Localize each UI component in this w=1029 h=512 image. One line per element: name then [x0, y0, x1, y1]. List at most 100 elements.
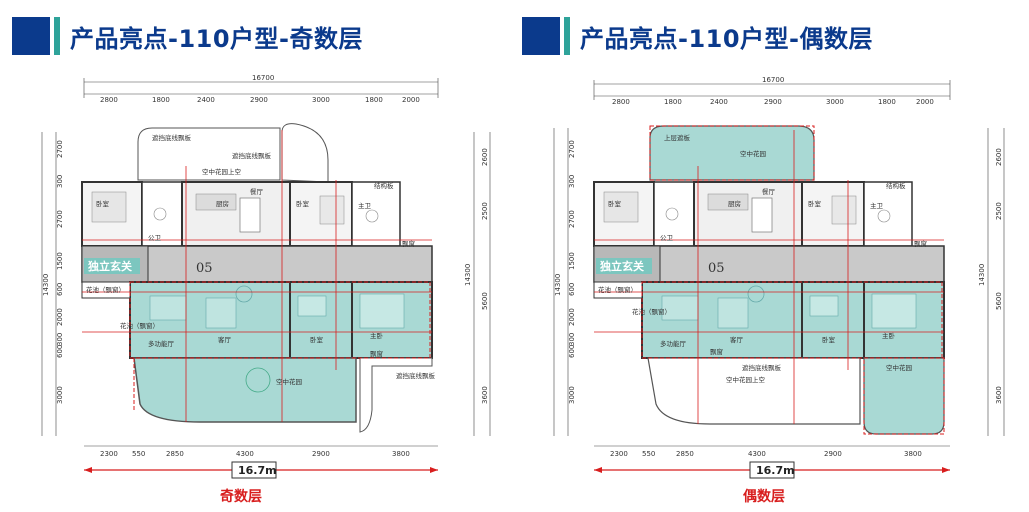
- left-dimension-column: 2700 300 2700 1500 600 2000 300 600 3000…: [42, 140, 64, 404]
- dim-label: 550: [642, 450, 655, 458]
- scale-label: 16.7m: [756, 464, 795, 477]
- dim-label: 550: [132, 450, 145, 458]
- entry-tag-bg: [84, 258, 140, 274]
- scale-label: 16.7m: [238, 464, 277, 477]
- unit-number: 05: [196, 261, 213, 276]
- plan-body: 独立玄关 05: [593, 125, 945, 435]
- right-dimension-column: 2600 2500 5600 3600 14300: [464, 148, 489, 404]
- dim-label: 2000: [402, 96, 420, 104]
- overall-height-dim: 14300: [42, 274, 50, 296]
- room-label: 厨房: [216, 199, 229, 208]
- dim-label: 3000: [568, 386, 576, 404]
- room-label: 上层遮板: [664, 133, 691, 142]
- plan-body: 独立玄关 05: [81, 123, 433, 433]
- dim-label: 1800: [152, 96, 170, 104]
- room-label: 飘窗: [402, 239, 415, 248]
- room-label: 空中花园上空: [202, 167, 242, 176]
- dim-label: 2500: [481, 202, 489, 220]
- room-label: 结构板: [374, 181, 394, 190]
- right-dimension-column: 2600 2500 5600 3600 14300: [978, 148, 1003, 404]
- bottom-dimension-row: 2300 550 2850 4300 2900 3800: [610, 450, 922, 458]
- dim-label: 2850: [166, 450, 184, 458]
- room-label: 公卫: [660, 234, 674, 242]
- dim-label: 1500: [568, 252, 576, 270]
- room-label: 卧室: [608, 199, 622, 208]
- room-label: 遮挡底线飘板: [742, 363, 782, 372]
- dim-label: 600: [56, 283, 64, 296]
- dim-label: 5600: [481, 292, 489, 310]
- floor-plan: 16700 2800 1800 2400 2900 3000 1800 2000…: [553, 76, 1005, 479]
- bottom-dimension-row: 2300 550 2850 4300 2900 3800: [100, 450, 410, 458]
- dim-label: 3000: [312, 96, 330, 104]
- room-label: 花池（飘窗）: [120, 321, 159, 330]
- dim-label: 1800: [878, 98, 896, 106]
- floor-caption: 奇数层: [220, 489, 262, 505]
- dim-label: 1800: [365, 96, 383, 104]
- overall-width-dim: 16700: [252, 74, 274, 82]
- dim-label: 3600: [995, 386, 1003, 404]
- dim-label: 4300: [748, 450, 766, 458]
- room-label: 飘窗: [914, 239, 927, 248]
- dim-label: 5600: [995, 292, 1003, 310]
- dim-label: 2800: [100, 96, 118, 104]
- dim-label: 2000: [56, 308, 64, 326]
- dim-label: 3800: [392, 450, 410, 458]
- floor-caption: 偶数层: [743, 489, 785, 505]
- room-label: 空中花园: [886, 363, 912, 372]
- room-label: 主卧: [882, 331, 896, 340]
- dim-label: 1500: [56, 252, 64, 270]
- room-label: 主卫: [358, 201, 372, 210]
- dim-label: 2000: [916, 98, 934, 106]
- dim-label: 600: [568, 345, 576, 358]
- dim-label: 2700: [56, 210, 64, 228]
- dim-label: 600: [568, 283, 576, 296]
- dim-label: 2400: [710, 98, 728, 106]
- dim-label: 2900: [250, 96, 268, 104]
- room-label: 空中花园: [740, 149, 766, 158]
- dim-label: 2300: [100, 450, 118, 458]
- room-label: 卧室: [808, 199, 822, 208]
- room-label: 餐厅: [762, 187, 776, 196]
- room-label: 卧室: [822, 335, 836, 344]
- room-label: 遮挡底线飘板: [152, 133, 192, 142]
- room-labels: 卧室 厨房 餐厅 卧室 公卫 主卫 多功能厅 客厅 卧室 主卧 空中花园 遮挡底…: [86, 133, 436, 386]
- dim-label: 2700: [568, 140, 576, 158]
- dim-label: 300: [568, 333, 576, 346]
- room-label: 卧室: [96, 199, 110, 208]
- dim-label: 3800: [904, 450, 922, 458]
- dim-label: 2600: [995, 148, 1003, 166]
- title-accent-bar: [54, 17, 60, 55]
- dim-label: 300: [56, 175, 64, 188]
- room-label: 花池（飘窗）: [632, 307, 671, 316]
- dim-label: 600: [56, 345, 64, 358]
- overall-height-dim: 14300: [554, 274, 562, 296]
- panel-title-block: 产品亮点-110户型-奇数层: [12, 14, 363, 58]
- panel-title: 产品亮点-110户型-奇数层: [70, 24, 364, 53]
- room-label: 花池（飘窗）: [598, 285, 637, 294]
- dim-label: 2900: [312, 450, 330, 458]
- odd-floor-panel: 产品亮点-110户型-奇数层 16700 2800 1800 2400 2900…: [0, 0, 514, 512]
- entry-tag: 独立玄关: [87, 259, 132, 273]
- room-label: 空中花园: [276, 377, 302, 386]
- entry-tag: 独立玄关: [599, 259, 644, 273]
- panel-title-block: 产品亮点-110户型-偶数层: [522, 14, 873, 58]
- dim-label: 2600: [481, 148, 489, 166]
- room-label: 主卧: [370, 331, 384, 340]
- room-label: 结构板: [886, 181, 906, 190]
- dim-label: 2800: [612, 98, 630, 106]
- title-accent-bar: [564, 17, 570, 55]
- overall-height-dim: 14300: [464, 264, 472, 286]
- dim-label: 2400: [197, 96, 215, 104]
- dim-label: 4300: [236, 450, 254, 458]
- dim-label: 2000: [568, 308, 576, 326]
- room-label: 空中花园上空: [726, 375, 766, 384]
- dim-label: 300: [568, 175, 576, 188]
- dim-label: 3000: [826, 98, 844, 106]
- dim-label: 1800: [664, 98, 682, 106]
- dim-label: 3600: [481, 386, 489, 404]
- unit-number: 05: [708, 261, 725, 276]
- room-label: 遮挡底线飘板: [232, 151, 272, 160]
- even-floor-panel: 产品亮点-110户型-偶数层 16700 2800 1800 2400 2900…: [514, 0, 1028, 512]
- dim-label: 2900: [824, 450, 842, 458]
- entry-tag-bg: [596, 258, 652, 274]
